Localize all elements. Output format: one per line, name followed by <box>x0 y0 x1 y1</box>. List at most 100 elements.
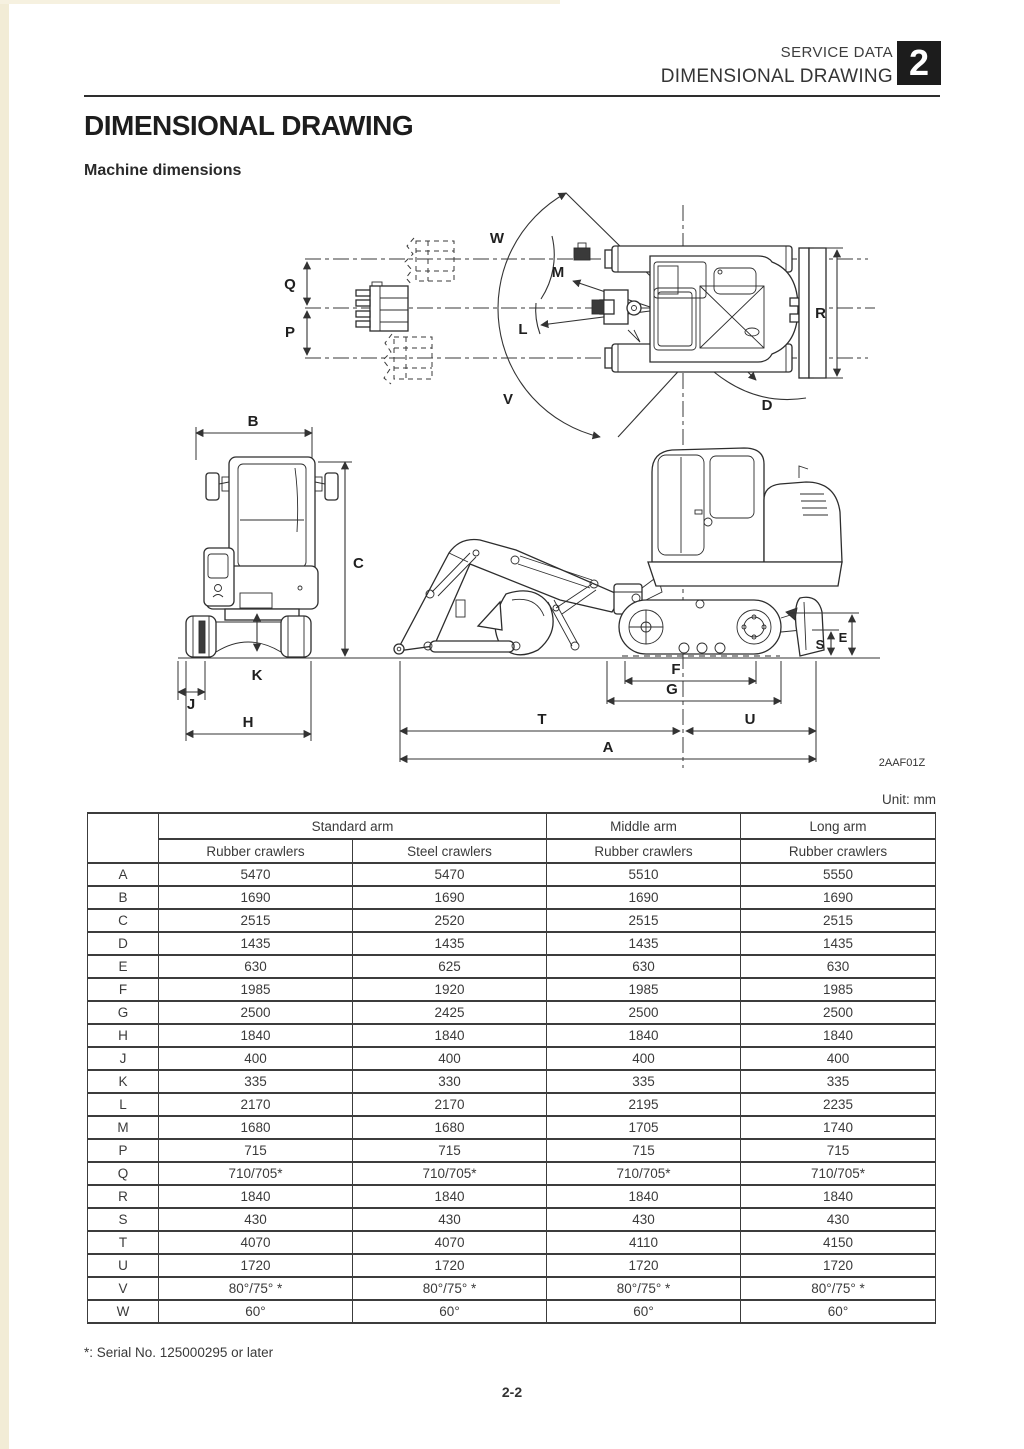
dim-label-d: D <box>762 397 773 414</box>
dimension-value-cell: 400 <box>351 1046 548 1071</box>
col-header-rubber-crawlers-2: Rubber crawlers <box>546 838 742 864</box>
dimension-value-cell: 1985 <box>546 977 742 1002</box>
dimension-value-cell: 5470 <box>158 862 353 887</box>
dimension-value-cell: 625 <box>351 954 548 979</box>
dimension-value-cell: 4150 <box>740 1230 937 1255</box>
dimension-value-cell: 715 <box>740 1138 937 1163</box>
dimension-value-cell: 400 <box>546 1046 742 1071</box>
dim-label-p: P <box>285 324 295 341</box>
dimension-value-cell: 710/705* <box>158 1161 353 1186</box>
dim-label-c: C <box>353 555 364 572</box>
dimension-value-cell: 1720 <box>158 1253 353 1278</box>
dimension-value-cell: 1680 <box>351 1115 548 1140</box>
dimension-value-cell: 1690 <box>351 885 548 910</box>
dim-label-r: R <box>815 305 826 322</box>
dimension-value-cell: 1680 <box>158 1115 353 1140</box>
row-label: G <box>87 1000 159 1025</box>
col-header-rubber-crawlers-1: Rubber crawlers <box>158 838 353 864</box>
dimension-value-cell: 1985 <box>158 977 353 1002</box>
dim-label-j: J <box>187 696 195 713</box>
dimension-value-cell: 2515 <box>546 908 742 933</box>
scan-edge <box>0 0 9 1449</box>
dimension-value-cell: 630 <box>740 954 937 979</box>
dimension-value-cell: 430 <box>546 1207 742 1232</box>
dimension-value-cell: 630 <box>158 954 353 979</box>
dimension-value-cell: 1690 <box>740 885 937 910</box>
chapter-badge: 2 <box>897 41 941 85</box>
dimension-value-cell: 1840 <box>546 1023 742 1048</box>
row-label: T <box>87 1230 159 1255</box>
header-rule <box>84 95 940 97</box>
dimension-value-cell: 1840 <box>158 1023 353 1048</box>
col-group-standard-arm: Standard arm <box>157 812 548 840</box>
dimension-value-cell: 5470 <box>351 862 548 887</box>
row-label: W <box>87 1299 159 1324</box>
dimension-value-cell: 335 <box>740 1069 937 1094</box>
row-label: U <box>87 1253 159 1278</box>
dimension-value-cell: 1435 <box>158 931 353 956</box>
dimension-value-cell: 4070 <box>351 1230 548 1255</box>
dimension-value-cell: 335 <box>546 1069 742 1094</box>
dimension-value-cell: 80°/75° * <box>351 1276 548 1301</box>
dimension-value-cell: 330 <box>351 1069 548 1094</box>
dimension-value-cell: 60° <box>158 1299 353 1324</box>
dimension-value-cell: 2520 <box>351 908 548 933</box>
dimension-value-cell: 2170 <box>351 1092 548 1117</box>
dim-label-g: G <box>666 681 678 698</box>
table-header-row: Rubber crawlers Steel crawlers Rubber cr… <box>88 838 937 864</box>
row-label: K <box>87 1069 159 1094</box>
dim-label-f: F <box>671 661 680 678</box>
dimension-value-cell: 2500 <box>546 1000 742 1025</box>
dimension-value-cell: 4110 <box>546 1230 742 1255</box>
dimension-value-cell: 1840 <box>158 1184 353 1209</box>
dimension-value-cell: 715 <box>546 1138 742 1163</box>
row-label: F <box>87 977 159 1002</box>
table-group-header-row: Standard arm Middle arm Long arm <box>87 812 937 864</box>
dimension-value-cell: 2425 <box>351 1000 548 1025</box>
figure-code: 2AAF01Z <box>879 757 926 769</box>
row-label: D <box>87 931 159 956</box>
dimension-value-cell: 60° <box>351 1299 548 1324</box>
dimension-value-cell: 2500 <box>740 1000 937 1025</box>
row-label: E <box>87 954 159 979</box>
col-group-long-arm: Long arm <box>740 812 937 840</box>
dimension-value-cell: 1920 <box>351 977 548 1002</box>
col-header-rubber-crawlers-3: Rubber crawlers <box>740 838 937 864</box>
dimension-value-cell: 1720 <box>740 1253 937 1278</box>
machine-dimensions-diagram: Q P W V M L R D <box>177 192 926 769</box>
row-label: Q <box>87 1161 159 1186</box>
dimension-value-cell: 1690 <box>158 885 353 910</box>
row-label: L <box>87 1092 159 1117</box>
dimension-value-cell: 4070 <box>158 1230 353 1255</box>
dimension-value-cell: 1840 <box>351 1184 548 1209</box>
row-label: V <box>87 1276 159 1301</box>
dimension-value-cell: 710/705* <box>351 1161 548 1186</box>
row-label: C <box>87 908 159 933</box>
dim-label-u: U <box>745 711 756 728</box>
chapter-number: 2 <box>908 42 930 83</box>
row-label: J <box>87 1046 159 1071</box>
dimension-value-cell: 400 <box>158 1046 353 1071</box>
dim-label-l: L <box>518 321 527 338</box>
dimension-value-cell: 1840 <box>351 1023 548 1048</box>
dimension-value-cell: 80°/75° * <box>546 1276 742 1301</box>
dimensions-table: Standard arm Middle arm Long arm Rubber … <box>87 812 937 1324</box>
dimension-value-cell: 710/705* <box>546 1161 742 1186</box>
row-label: B <box>87 885 159 910</box>
row-label: M <box>87 1115 159 1140</box>
dim-label-v: V <box>503 391 513 408</box>
